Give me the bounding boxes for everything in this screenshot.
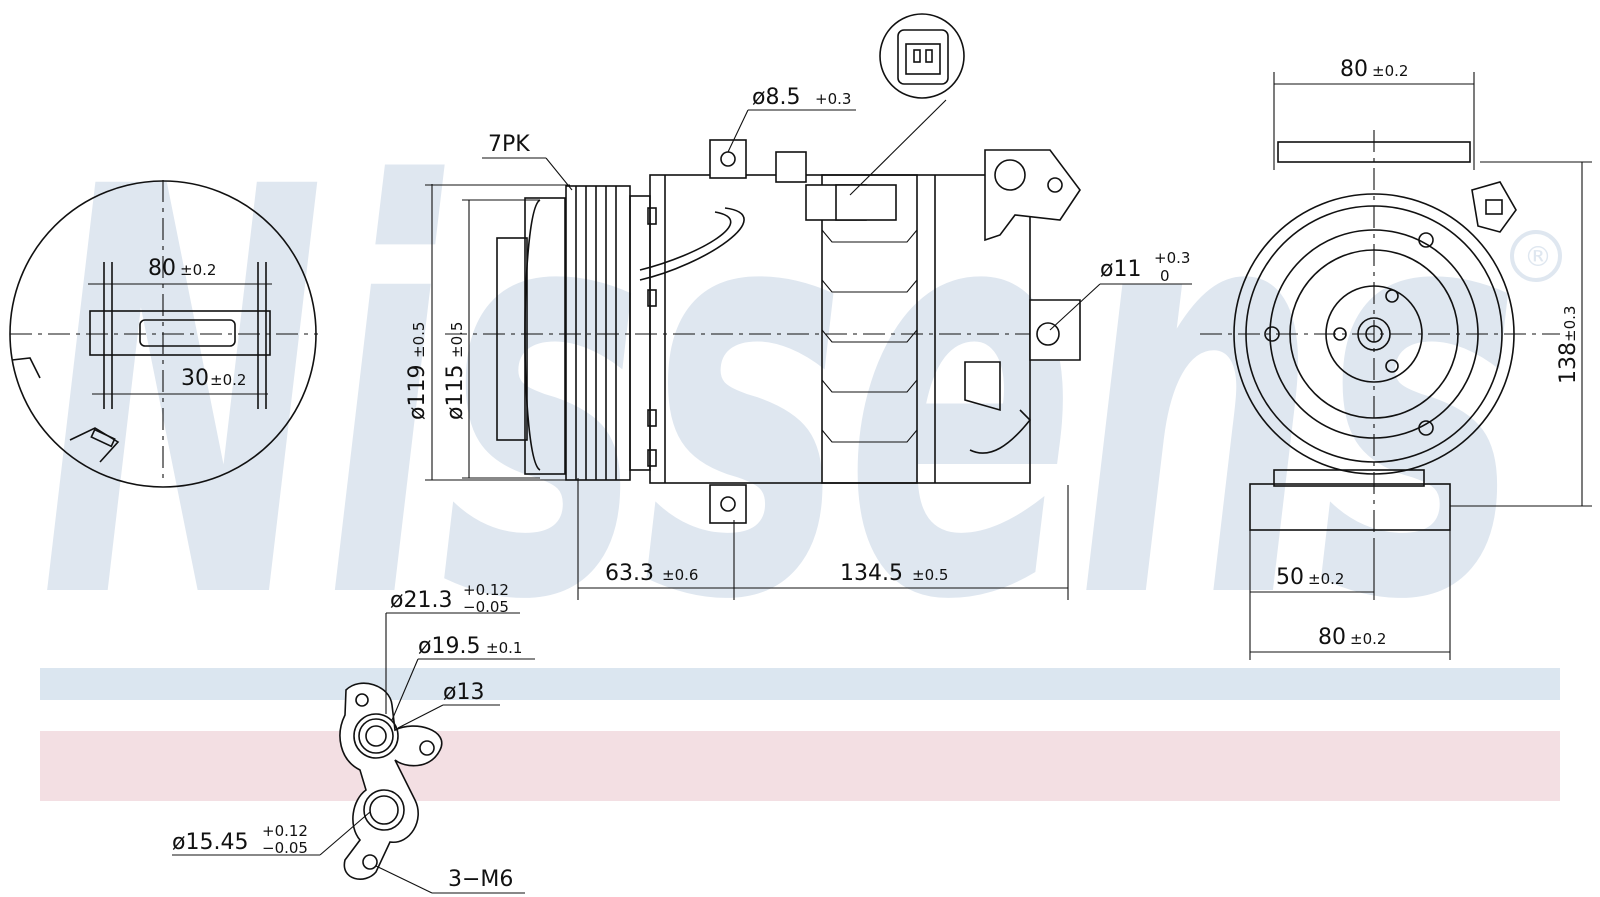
- port-d4-tol-up: +0.12: [262, 822, 308, 840]
- port-d2-tol: ±0.1: [486, 639, 522, 657]
- length-b-dim: 134.5: [840, 561, 903, 586]
- length-a-tol: ±0.6: [662, 566, 698, 584]
- inner-diameter-tol: ±0.5: [448, 322, 466, 358]
- length-a-dim: 63.3: [605, 561, 654, 586]
- port-d1-tol-up: +0.12: [463, 581, 509, 599]
- outer-diameter-tol: ±0.5: [410, 322, 428, 358]
- mount-hole-dim: ø11: [1100, 257, 1141, 282]
- port-flange-detail: ø21.3 +0.12 −0.05 ø19.5 ±0.1 ø13 ø15.45 …: [172, 581, 535, 894]
- left-slot-tol: ±0.2: [210, 371, 246, 389]
- port-d1-dim: ø21.3: [390, 588, 452, 613]
- length-b-tol: ±0.5: [912, 566, 948, 584]
- mount-hole-tol-up: +0.3: [1154, 249, 1190, 267]
- front-height-tol: ±0.3: [1561, 306, 1579, 342]
- port-d3-dim: ø13: [443, 680, 484, 705]
- left-width-dim: 80: [148, 256, 176, 281]
- inner-diameter-dim: ø115: [443, 365, 468, 420]
- front-view: 80 ±0.2 138 ±0.3: [1200, 57, 1592, 660]
- bolt-hole-dim: ø8.5: [752, 85, 800, 110]
- registered-mark: ®: [1524, 240, 1552, 273]
- front-base-outer-tol: ±0.2: [1350, 630, 1386, 648]
- outer-diameter-dim: ø119: [405, 365, 430, 420]
- front-base-outer-dim: 80: [1318, 625, 1346, 650]
- band-pink: [40, 731, 1560, 801]
- bolt-hole-tol: +0.3: [815, 90, 851, 108]
- front-top-width-tol: ±0.2: [1372, 62, 1408, 80]
- pulley-label: 7PK: [488, 132, 530, 157]
- registered-mark-ring: [1510, 230, 1562, 282]
- sensor-connector-detail: [849, 13, 965, 196]
- left-width-tol: ±0.2: [180, 261, 216, 279]
- front-height-dim: 138: [1556, 342, 1581, 384]
- left-circular-view: 80 ±0.2 30 ±0.2: [9, 180, 318, 488]
- port-d1-tol-low: −0.05: [463, 598, 509, 616]
- thread-label: 3−M6: [448, 867, 513, 892]
- port-d4-tol-low: −0.05: [262, 839, 308, 857]
- port-d4-dim: ø15.45: [172, 830, 248, 855]
- front-top-width-dim: 80: [1340, 57, 1368, 82]
- left-slot-dim: 30: [181, 366, 209, 391]
- front-base-inner-tol: ±0.2: [1308, 570, 1344, 588]
- band-blue: [40, 668, 1560, 700]
- front-base-inner-dim: 50: [1276, 565, 1304, 590]
- side-view: 7PK ø8.5 +0.3 ø11 +0.3 0 ø119 ±0.5 ø115 …: [405, 13, 1192, 600]
- mount-hole-tol-low: 0: [1160, 267, 1170, 285]
- port-d2-dim: ø19.5: [418, 634, 480, 659]
